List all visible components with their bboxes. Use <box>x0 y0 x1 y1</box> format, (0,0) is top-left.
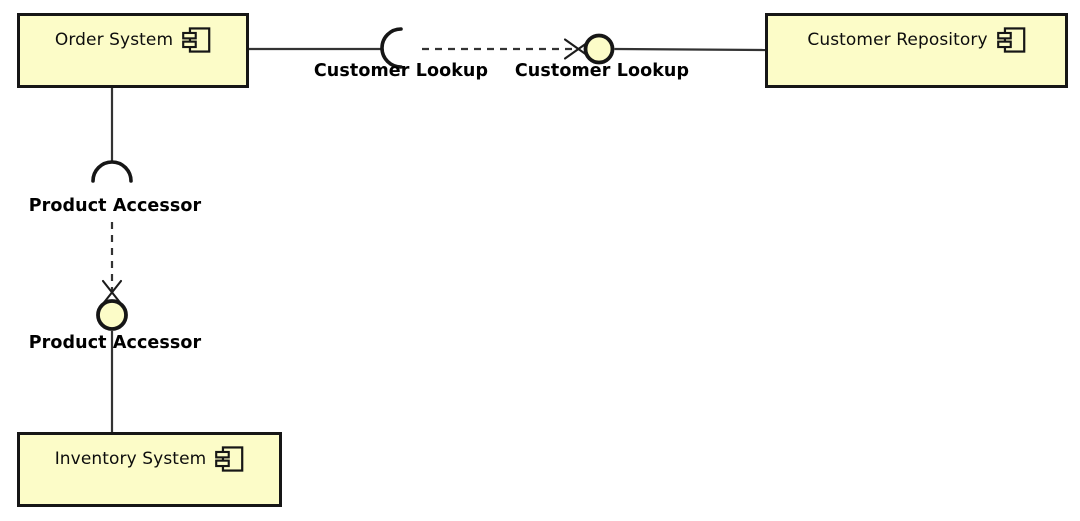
product-accessor-arrowhead-icon <box>102 279 123 304</box>
component-icon <box>996 27 1025 53</box>
component-label: Inventory System <box>54 449 207 469</box>
component-label: Customer Repository <box>807 30 988 50</box>
interface-label-customer-lookup-required: Customer Lookup <box>313 61 489 81</box>
interface-label-product-accessor-required: Product Accessor <box>28 196 202 216</box>
component-icon <box>182 27 211 53</box>
component-header: Order System <box>20 25 246 55</box>
interface-label-customer-lookup-provided: Customer Lookup <box>514 61 690 81</box>
component-inventory-system: Inventory System <box>17 432 282 507</box>
interface-label-product-accessor-provided: Product Accessor <box>28 333 202 353</box>
customer-lookup-ball-icon <box>583 33 615 65</box>
product-accessor-socket-icon <box>91 160 133 183</box>
component-order-system: Order System <box>17 13 249 88</box>
ball-to-repository-line <box>614 47 766 52</box>
customer-lookup-socket-icon <box>380 27 403 69</box>
component-customer-repository: Customer Repository <box>765 13 1068 88</box>
product-accessor-ball-icon <box>96 299 128 331</box>
component-label: Order System <box>54 30 174 50</box>
component-icon <box>215 446 244 472</box>
component-header: Inventory System <box>20 444 279 474</box>
component-header: Customer Repository <box>768 25 1065 55</box>
